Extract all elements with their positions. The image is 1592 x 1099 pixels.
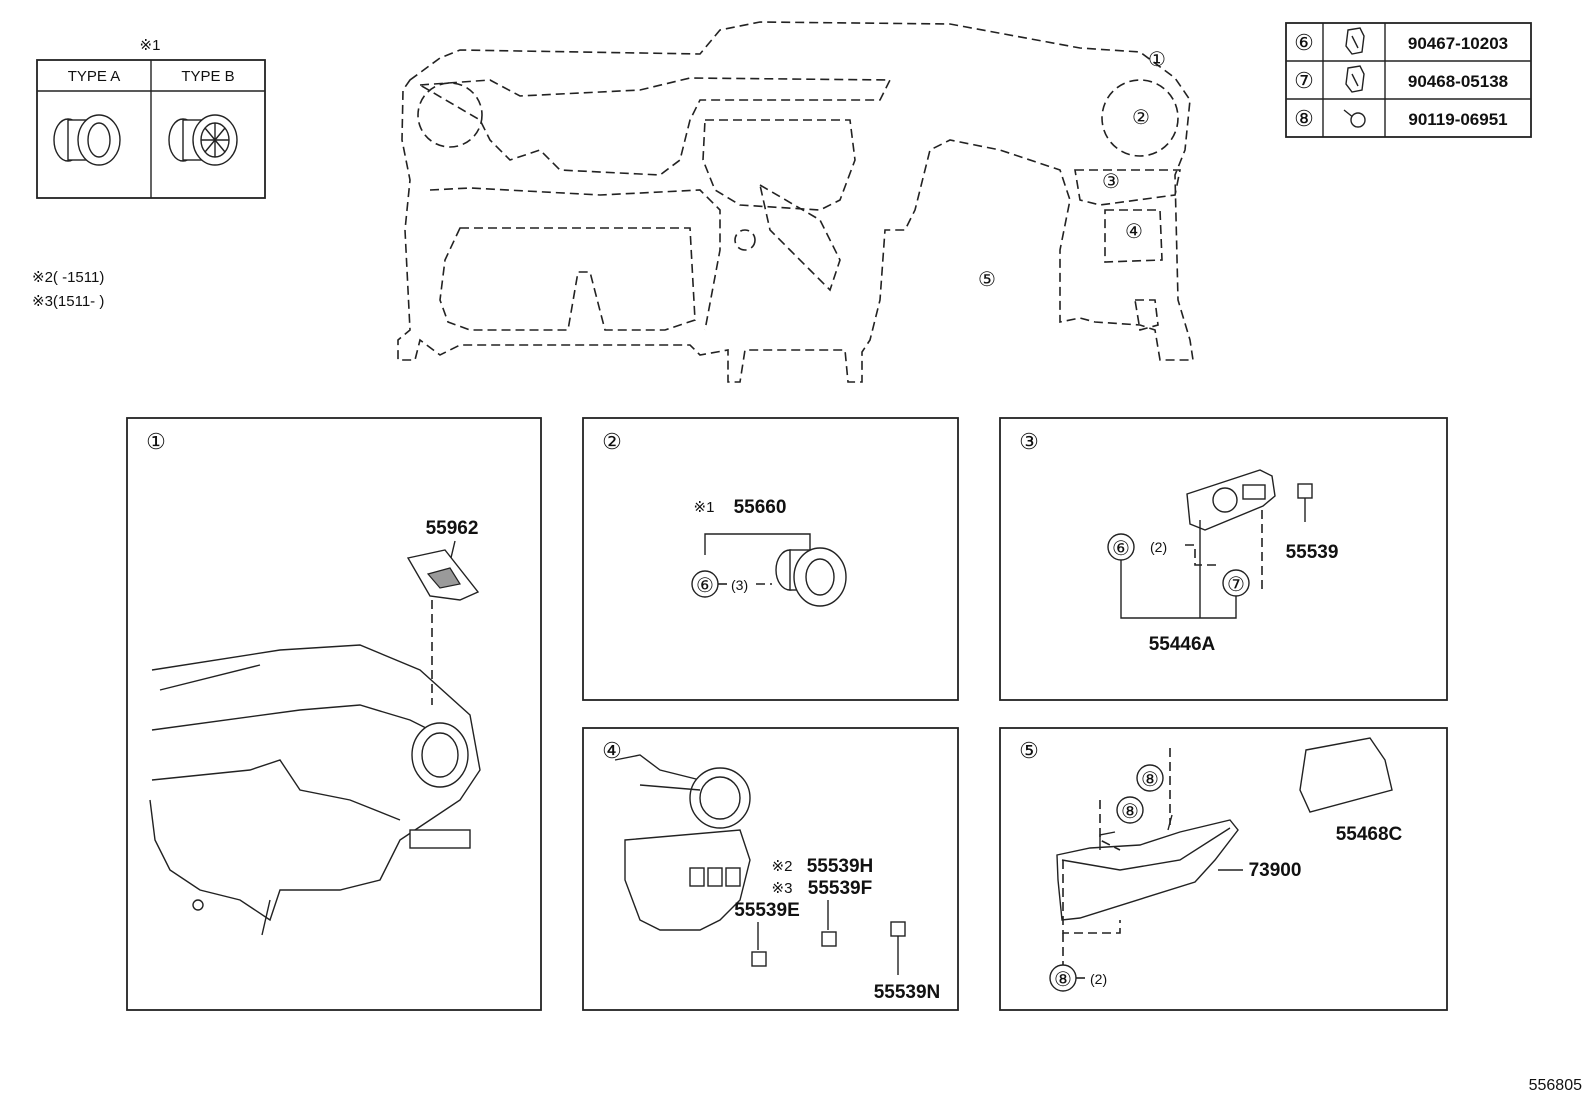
- part-55446A: 55446A: [1149, 634, 1216, 655]
- fastener-part-8: 90119-06951: [1408, 110, 1507, 129]
- type-note-mark: ※1: [140, 37, 161, 54]
- panel-4-number: ④: [602, 738, 622, 763]
- fastener-num-6: ⑥: [1294, 30, 1314, 55]
- part-55468C: 55468C: [1336, 824, 1403, 845]
- panel-2-number: ②: [602, 429, 622, 454]
- part-55539H: 55539H: [807, 856, 874, 877]
- center-vent-part: [775, 547, 847, 607]
- part-55539F: 55539F: [808, 878, 872, 899]
- overview-callout-1: ①: [1148, 49, 1166, 71]
- panel-4-note-2: ※2: [772, 858, 793, 875]
- panel-3-fastener-7: ⑦: [1227, 574, 1245, 596]
- panel-3-number: ③: [1019, 429, 1039, 454]
- part-73900: 73900: [1249, 860, 1302, 881]
- figure-id: 556805: [1529, 1077, 1582, 1094]
- overview-callout-5: ⑤: [978, 269, 996, 291]
- panel-2-qty: (3): [731, 577, 748, 593]
- dashboard-detail-1: [149, 644, 481, 936]
- panel-1-number: ①: [146, 429, 166, 454]
- overview-callout-4: ④: [1125, 221, 1143, 243]
- part-55539N: 55539N: [874, 982, 941, 1003]
- panel-5-number: ⑤: [1019, 738, 1039, 763]
- type-a-label: TYPE A: [68, 68, 121, 85]
- detail-panel-5: ⑤ 55468C 73900 ⑧ ⑧ ⑧ (2): [999, 727, 1448, 1011]
- panel-3-fastener-6: ⑥: [1112, 538, 1130, 560]
- fastener-part-7: 90468-05138: [1408, 72, 1508, 91]
- note-3: ※3(1511- ): [32, 293, 104, 310]
- overview-callout-3: ③: [1102, 171, 1120, 193]
- panel-3-qty: (2): [1150, 539, 1167, 555]
- fastener-part-6: 90467-10203: [1408, 34, 1508, 53]
- dashboard-overview: ① ② ③ ④ ⑤: [397, 21, 1194, 383]
- panel-5-fastener-a: ⑧: [1141, 769, 1159, 791]
- detail-panel-3: ③ 55539 ⑥ (2) ⑦ 55446A: [999, 417, 1448, 701]
- fastener-num-7: ⑦: [1294, 68, 1314, 93]
- switch-blank-f: [821, 931, 837, 947]
- panel-2-note: ※1: [694, 499, 715, 516]
- switch-blank-n: [890, 921, 906, 937]
- side-vent-cover-part: [406, 549, 480, 601]
- lower-panel-part: [1056, 814, 1239, 921]
- clip-icon: [1345, 27, 1365, 55]
- switch-blank-e: [751, 951, 767, 967]
- overview-callout-2: ②: [1132, 107, 1150, 129]
- panel-2-fastener: ⑥: [696, 575, 714, 597]
- type-b-label: TYPE B: [181, 68, 234, 85]
- panel-5-fastener-c: ⑧: [1054, 969, 1072, 991]
- detail-panel-4: ④ ※2 55539H ※3 55539F 55539E 55539N: [582, 727, 959, 1011]
- vent-type-a-icon: [53, 114, 121, 166]
- part-55660: 55660: [734, 497, 787, 518]
- screw-icon: [1343, 109, 1366, 128]
- part-55962: 55962: [426, 518, 479, 539]
- part-55539E: 55539E: [734, 900, 800, 921]
- vent-type-b-icon: [168, 114, 238, 166]
- part-55539-clip: [1297, 483, 1313, 522]
- insulator-part: [1299, 737, 1393, 813]
- type-reference-box: ※1 TYPE A TYPE B: [36, 37, 266, 199]
- fastener-table: ⑥ ⑦ ⑧ 90467-10203 90468-05138 90119-0695…: [1285, 22, 1532, 138]
- note-2: ※2( -1511): [32, 269, 104, 286]
- panel-4-note-3: ※3: [772, 880, 793, 897]
- detail-panel-1: ① 55962: [126, 417, 542, 1011]
- switch-bezel-part: [1186, 469, 1276, 531]
- panel-5-qty: (2): [1090, 971, 1107, 987]
- part-55539: 55539: [1286, 542, 1339, 563]
- clip-icon: [1345, 65, 1365, 93]
- fastener-num-8: ⑧: [1294, 106, 1314, 131]
- dashboard-detail-4: [614, 754, 751, 931]
- panel-5-fastener-b: ⑧: [1121, 801, 1139, 823]
- detail-panel-2: ② ※1 55660 ⑥ (3): [582, 417, 959, 701]
